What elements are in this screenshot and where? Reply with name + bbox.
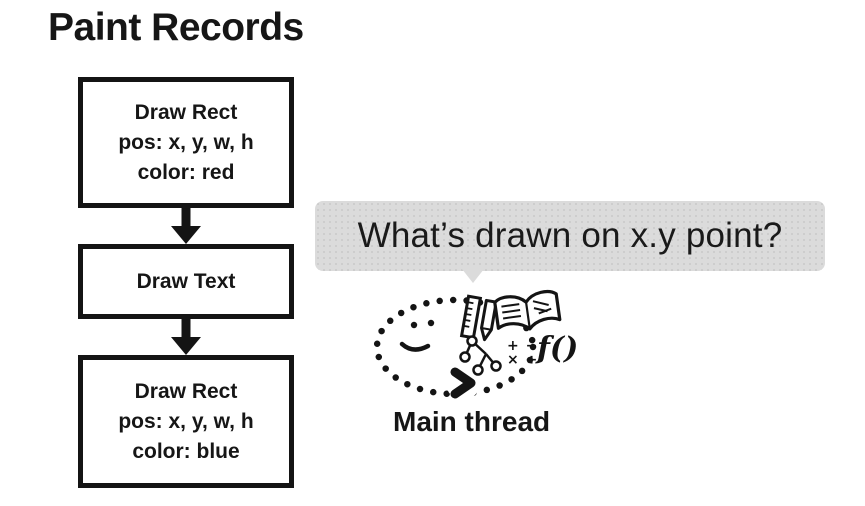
flow-box-draw-rect-blue: Draw Rect pos: x, y, w, h color: blue — [78, 355, 294, 488]
box-line: color: red — [137, 160, 235, 184]
down-arrow-icon — [171, 207, 201, 244]
box-line: color: blue — [132, 439, 240, 463]
flow-box-draw-text: Draw Text — [78, 244, 294, 319]
speech-bubble-text: What’s drawn on x.y point? — [357, 216, 783, 255]
smiley-face-icon — [399, 319, 435, 352]
box-line: Draw Rect — [134, 379, 238, 403]
box-line: pos: x, y, w, h — [118, 409, 254, 433]
flow-box-draw-rect-red: Draw Rect pos: x, y, w, h color: red — [78, 77, 294, 208]
ruler-icon — [459, 294, 483, 340]
svg-text:f(): f() — [535, 331, 578, 366]
math-operators-icon: + − × ÷ — [507, 338, 538, 368]
box-line: pos: x, y, w, h — [118, 130, 254, 154]
down-arrow-icon — [171, 318, 201, 355]
box-line: Draw Rect — [134, 100, 238, 124]
dotted-loop-icon — [373, 296, 537, 398]
speech-bubble-tail — [462, 269, 484, 283]
chevron-arrow-icon — [450, 367, 476, 399]
svg-text:+ −: + − — [507, 338, 538, 354]
speech-bubble: What’s drawn on x.y point? — [315, 201, 825, 271]
open-book-icon — [493, 290, 562, 331]
tree-graph-icon — [459, 335, 502, 376]
main-thread-label: Main thread — [393, 406, 551, 437]
pencil-icon — [480, 298, 498, 342]
main-thread-doodle: + − × ÷ f() — [373, 290, 578, 400]
page-title: Paint Records — [48, 6, 304, 49]
svg-text:× ÷: × ÷ — [507, 352, 538, 368]
function-notation-icon: f() — [535, 331, 578, 366]
box-line: Draw Text — [136, 269, 236, 293]
